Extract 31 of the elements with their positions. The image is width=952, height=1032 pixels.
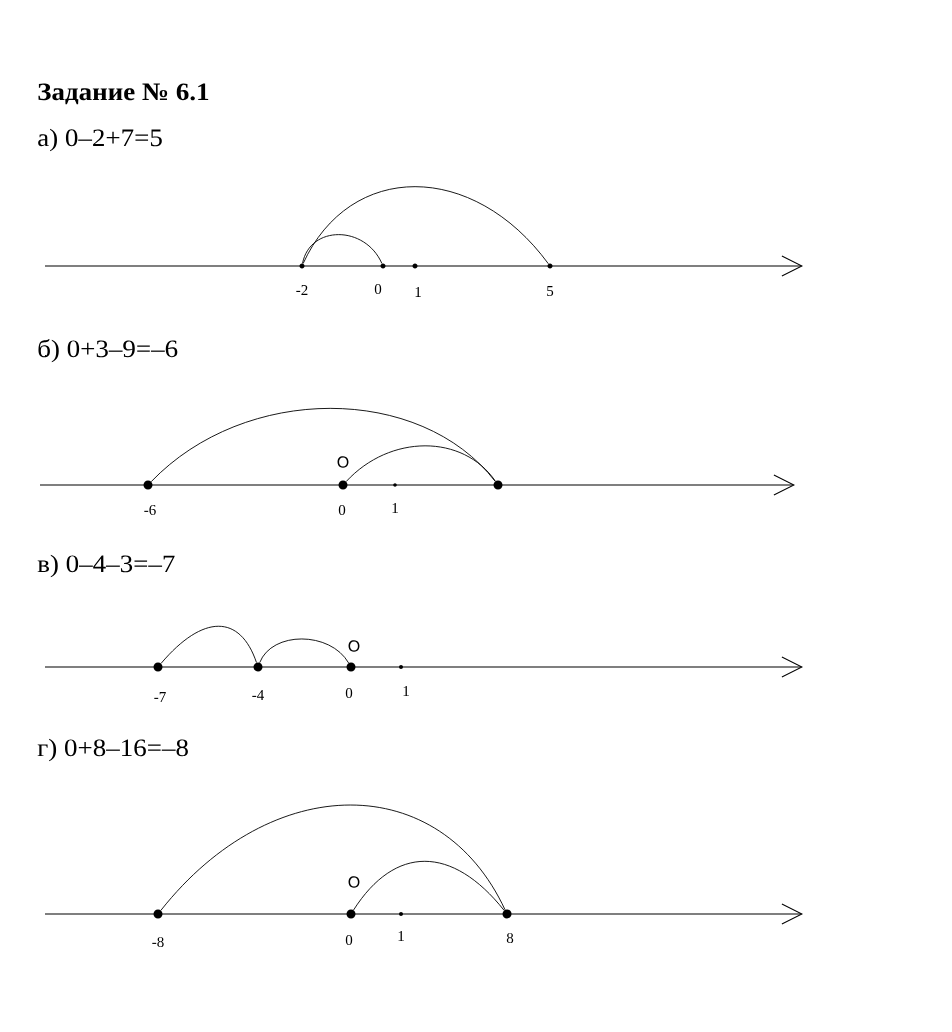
- jump-arc: [150, 407, 496, 483]
- tick-label: 0: [338, 504, 346, 516]
- jump-arc: [353, 860, 505, 911]
- tick-label: 8: [506, 932, 514, 944]
- tick-label: 0: [345, 934, 353, 946]
- jump-arc: [160, 625, 257, 664]
- tick-label: -4: [252, 690, 264, 700]
- tick-label: 5: [547, 286, 554, 296]
- jump-arc: [302, 186, 549, 265]
- tick-label: -8: [152, 936, 164, 948]
- equation-text: в) 0–4–3=–7: [37, 554, 175, 578]
- tick-label: -7: [154, 692, 166, 702]
- title: Задание № 6.1: [38, 83, 209, 105]
- tick-label: 1: [392, 503, 398, 513]
- origin-label: O: [348, 876, 360, 888]
- tick-label: 1: [403, 686, 409, 696]
- equation-text: б) 0+3–9=–6: [38, 339, 178, 363]
- tick-label: -6: [144, 504, 156, 516]
- jump-arc: [302, 234, 383, 264]
- origin-label: O: [337, 456, 349, 468]
- tick-label: -2: [296, 285, 308, 295]
- origin-label: O: [348, 640, 360, 652]
- equation-text: г) 0+8–16=–8: [37, 738, 188, 762]
- jump-arc: [160, 804, 506, 911]
- tick-label: 1: [415, 287, 421, 297]
- tick-label: 0: [374, 283, 382, 295]
- equation-text: а) 0–2+7=5: [38, 128, 162, 152]
- jump-arc: [345, 445, 496, 482]
- tick-label: 0: [345, 687, 353, 699]
- jump-arc: [259, 638, 350, 664]
- tick-label: 1: [398, 931, 404, 941]
